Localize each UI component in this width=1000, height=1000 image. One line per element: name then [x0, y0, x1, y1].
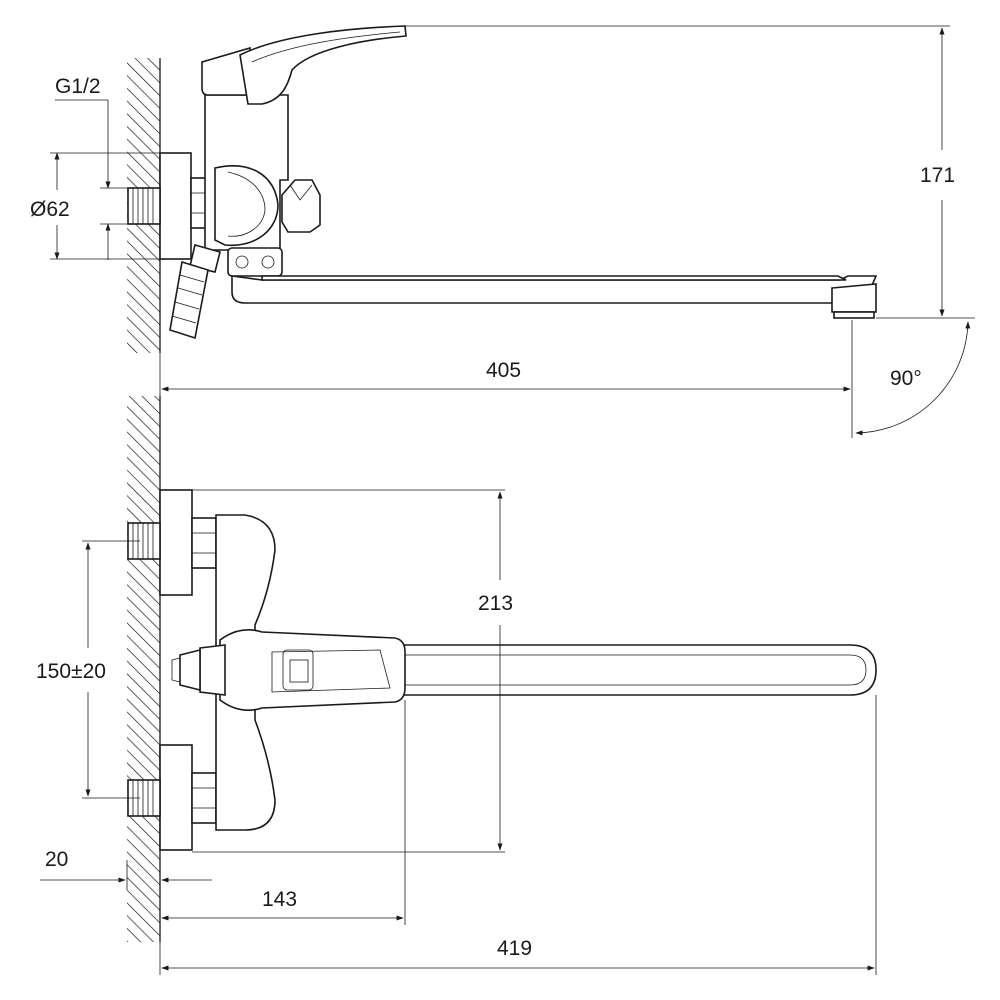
- front-spout: [399, 644, 877, 696]
- angle-label: 90°: [890, 367, 922, 390]
- height-label: 171: [920, 164, 955, 187]
- thread-label: G1/2: [55, 75, 101, 98]
- spout-length-top-label: 405: [486, 359, 521, 382]
- spout-length-front-label: 419: [497, 937, 532, 960]
- body-height-label: 213: [478, 592, 513, 615]
- front-view: 213 150±20 20 143 419: [36, 396, 877, 975]
- shower-outlet: [189, 244, 221, 273]
- upper-nut: [191, 517, 217, 569]
- front-diverter: [199, 644, 226, 696]
- lever-handle: [239, 25, 407, 105]
- outlet-block: [227, 247, 283, 277]
- diverter-knob: [214, 165, 279, 247]
- lever-cap: [201, 46, 251, 96]
- wall-flange: [159, 152, 192, 260]
- aerator: [831, 283, 877, 313]
- lever-reach-label: 143: [262, 888, 297, 911]
- side-knob: [281, 179, 321, 233]
- wall-offset-label: 20: [45, 848, 68, 871]
- centers-label: 150±20: [36, 660, 106, 683]
- lower-nut: [191, 772, 217, 824]
- upper-flange: [159, 489, 193, 596]
- lower-flange: [159, 744, 193, 851]
- hose-nipple: [169, 260, 209, 340]
- side-view: G1/2 Ø62 171 405 90°: [30, 25, 975, 438]
- front-lever: [219, 629, 406, 711]
- wall-hatch-bottom: [127, 396, 160, 942]
- diameter-label: Ø62: [30, 198, 70, 221]
